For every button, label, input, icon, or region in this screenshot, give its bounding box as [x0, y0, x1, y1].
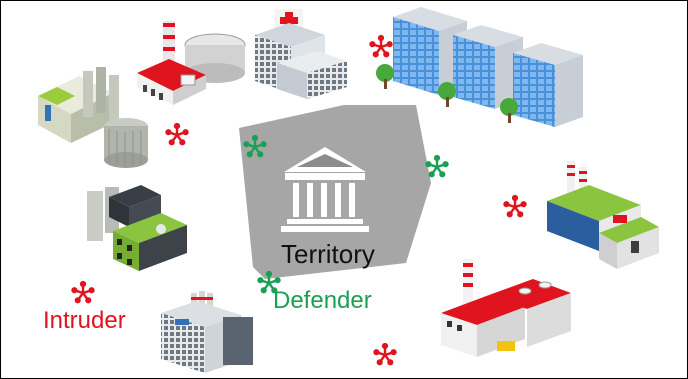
defender-marker-icon: [424, 154, 450, 179]
intruder-marker-icon: [70, 280, 96, 305]
office-towers-icon: [376, 7, 583, 127]
defender-label: Defender: [273, 287, 372, 314]
red-roof-factory-icon: [441, 259, 571, 357]
green-industrial-plant-icon: [87, 185, 187, 271]
intruder-marker-icon: [368, 34, 394, 59]
intruder-marker-icon: [502, 194, 528, 219]
territory-label: Territory: [281, 239, 375, 269]
green-roof-factory-icon: [547, 161, 659, 269]
chimney-office-icon: [161, 291, 253, 373]
courthouse-icon: [281, 147, 369, 232]
hospital-icon: [255, 9, 347, 99]
grain-silo-factory-icon: [38, 67, 148, 168]
intruder-marker-icon: [372, 342, 398, 367]
intruder-marker-icon: [164, 122, 190, 147]
intruder-label: Intruder: [43, 307, 126, 334]
power-plant-tank-icon: [137, 21, 246, 105]
